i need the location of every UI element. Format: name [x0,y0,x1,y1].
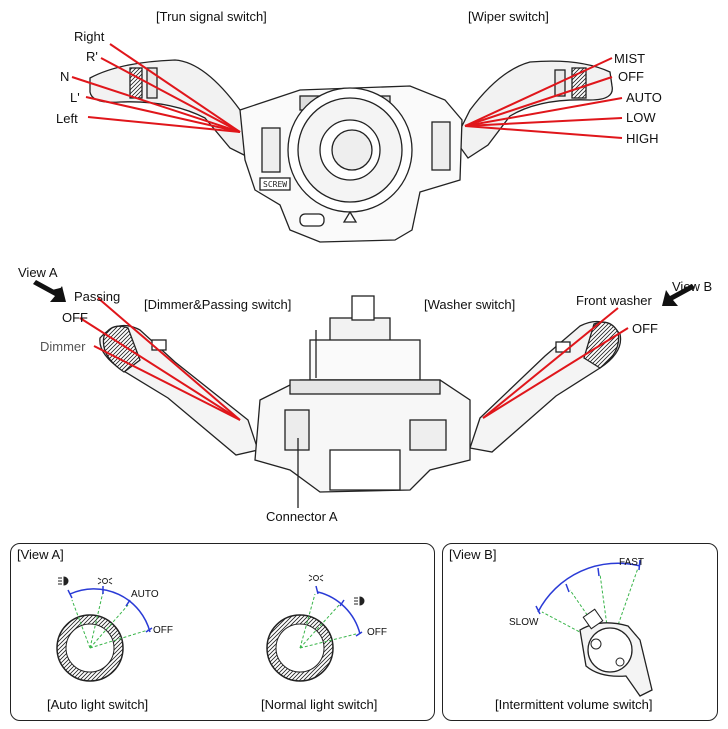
fast-label: FAST [619,557,645,568]
headlamp-icon [354,596,365,606]
wiper-label-mist: MIST [614,51,646,66]
auto-light-switch-drawing [56,586,153,682]
parking-lamp-icon [308,574,324,582]
dimmer-passing-switch-title: [Dimmer&Passing switch] [144,297,292,312]
view-b-pointer-arrow-icon [662,284,695,306]
turn-signal-switch-title: [Trun signal switch] [156,9,267,24]
headlamp-icon [58,576,69,586]
wiper-label-auto: AUTO [626,90,662,105]
washer-switch-title: [Washer switch] [424,297,516,312]
intermittent-volume-switch-drawing [535,559,653,697]
turn-label-right: Right [74,29,105,44]
view-a-pointer-arrow-icon [33,280,66,302]
view-a-panel-title: [View A] [17,547,64,562]
view-a-label: View A [18,265,58,280]
screw-text: SCREW [263,180,287,189]
turn-label-r-prime: R' [86,49,98,64]
wiper-label-off: OFF [618,69,644,84]
connector-a-label: Connector A [266,509,338,524]
view-b-panel: [View B] FAST SLOW [Intermittent volume … [442,543,718,721]
auto-switch-off-label: OFF [153,625,173,636]
view-b-panel-title: [View B] [449,547,497,562]
parking-lamp-icon [97,577,113,585]
normal-switch-off-label: OFF [367,627,387,638]
wiper-switch-title: [Wiper switch] [468,9,549,24]
turn-label-left: Left [56,111,78,126]
off-label-dimmer: OFF [62,310,88,325]
turn-label-l-prime: L' [70,90,80,105]
front-washer-label: Front washer [576,293,652,308]
normal-light-switch-drawing [266,585,363,682]
view-b-label: View B [672,279,713,294]
wiper-label-high: HIGH [626,131,659,146]
steering-column-switch-side [99,295,622,493]
passing-label: Passing [74,289,121,304]
wiper-label-low: LOW [626,110,656,125]
normal-light-switch-caption: [Normal light switch] [261,697,378,712]
dimmer-passing-leaders [79,297,241,421]
wiper-leaders [464,57,623,139]
washer-leaders [482,307,629,419]
turn-label-n: N [60,69,70,84]
steering-column-switch-top: SCREW [89,59,613,243]
view-a-panel: [View A] AUTO OFF OFF [Auto light switch… [10,543,435,721]
auto-position-label: AUTO [131,589,159,600]
intermittent-volume-switch-caption: [Intermittent volume switch] [495,697,653,712]
turn-signal-leaders [71,43,241,133]
slow-label: SLOW [509,617,539,628]
auto-light-switch-caption: [Auto light switch] [47,697,149,712]
dimmer-label: Dimmer [40,339,86,354]
off-label-washer: OFF [632,321,658,336]
